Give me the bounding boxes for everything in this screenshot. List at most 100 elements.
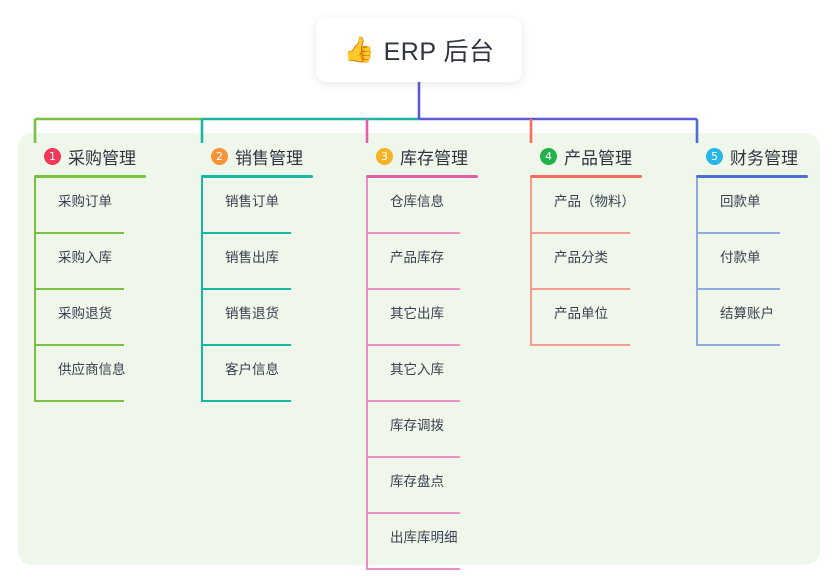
branch-header-3[interactable]: 3 库存管理 xyxy=(366,143,478,169)
branch-header-2[interactable]: 2 销售管理 xyxy=(201,143,313,169)
branch-item-list: 销售订单销售出库销售退货客户信息 xyxy=(201,178,313,402)
branch-underline xyxy=(530,175,642,178)
branch-item-underline xyxy=(366,344,460,346)
branch-item[interactable]: 销售退货 xyxy=(201,290,313,346)
branch-column-2: 2 销售管理销售订单销售出库销售退货客户信息 xyxy=(201,143,313,402)
branch-underline xyxy=(34,175,146,178)
branch-item-underline xyxy=(34,344,124,346)
branch-item[interactable]: 产品库存 xyxy=(366,234,478,290)
branch-item-underline xyxy=(366,288,460,290)
branch-column-3: 3 库存管理仓库信息产品库存其它出库其它入库库存调拨库存盘点出库库明细 xyxy=(366,143,478,570)
branch-underline xyxy=(696,175,808,178)
branch-number-badge: 2 xyxy=(211,147,228,165)
branch-item[interactable]: 客户信息 xyxy=(201,346,313,402)
branch-item-underline xyxy=(530,232,630,234)
branch-item-label: 客户信息 xyxy=(225,362,279,377)
branch-number-badge: 4 xyxy=(540,147,557,165)
branch-item-underline xyxy=(696,232,780,234)
branch-item-label: 库存盘点 xyxy=(390,474,444,489)
branch-item-underline xyxy=(201,400,291,402)
branch-item-label: 产品（物料） xyxy=(554,194,635,209)
branch-item-label: 销售出库 xyxy=(225,250,279,265)
branch-item-label: 供应商信息 xyxy=(58,362,126,377)
branch-item-label: 采购入库 xyxy=(58,250,112,265)
branch-item-label: 销售订单 xyxy=(225,194,279,209)
branch-number-badge: 5 xyxy=(706,147,723,165)
branch-item-label: 回款单 xyxy=(720,194,761,209)
branch-item-underline xyxy=(696,288,780,290)
branch-item[interactable]: 产品（物料） xyxy=(530,178,642,234)
branch-item-label: 采购订单 xyxy=(58,194,112,209)
branch-underline xyxy=(201,175,313,178)
branch-title: 财务管理 xyxy=(730,148,798,168)
branch-item[interactable]: 采购退货 xyxy=(34,290,146,346)
branch-item-list: 采购订单采购入库采购退货供应商信息 xyxy=(34,178,146,402)
branch-item-label: 产品库存 xyxy=(390,250,444,265)
branch-item-underline xyxy=(696,344,780,346)
branch-header-1[interactable]: 1 采购管理 xyxy=(34,143,146,169)
branch-item[interactable]: 库存盘点 xyxy=(366,458,478,514)
branch-item-underline xyxy=(34,400,124,402)
root-title: ERP 后台 xyxy=(383,38,495,66)
branch-item-underline xyxy=(34,288,124,290)
branch-item[interactable]: 采购入库 xyxy=(34,234,146,290)
branch-item-label: 产品分类 xyxy=(554,250,608,265)
branch-number-badge: 3 xyxy=(376,147,393,165)
branch-item-underline xyxy=(530,288,630,290)
branch-item-label: 结算账户 xyxy=(720,306,774,321)
branch-item-label: 其它出库 xyxy=(390,306,444,321)
branch-column-1: 1 采购管理采购订单采购入库采购退货供应商信息 xyxy=(34,143,146,402)
branch-item[interactable]: 采购订单 xyxy=(34,178,146,234)
branch-item[interactable]: 仓库信息 xyxy=(366,178,478,234)
branch-spine xyxy=(34,178,36,402)
branch-title: 销售管理 xyxy=(235,148,303,168)
branch-spine xyxy=(530,178,532,346)
branch-item-underline xyxy=(366,456,460,458)
branch-item[interactable]: 销售订单 xyxy=(201,178,313,234)
content-panel xyxy=(18,133,820,565)
branch-item-underline xyxy=(366,232,460,234)
branch-title: 采购管理 xyxy=(68,148,136,168)
branch-item-label: 仓库信息 xyxy=(390,194,444,209)
thumbs-up-icon: 👍 xyxy=(343,35,375,64)
branch-item-list: 产品（物料） 产品分类产品单位 xyxy=(530,178,642,346)
branch-item[interactable]: 供应商信息 xyxy=(34,346,146,402)
branch-item[interactable]: 其它出库 xyxy=(366,290,478,346)
branch-item[interactable]: 其它入库 xyxy=(366,346,478,402)
branch-item-label: 采购退货 xyxy=(58,306,112,321)
branch-item-underline xyxy=(366,568,460,570)
branch-item-underline xyxy=(530,344,630,346)
branch-spine xyxy=(696,178,698,346)
branch-number-badge: 1 xyxy=(44,147,61,165)
branch-item[interactable]: 产品分类 xyxy=(530,234,642,290)
branch-item[interactable]: 产品单位 xyxy=(530,290,642,346)
branch-item-label: 产品单位 xyxy=(554,306,608,321)
branch-item-underline xyxy=(201,344,291,346)
branch-item[interactable]: 销售出库 xyxy=(201,234,313,290)
branch-item-underline xyxy=(201,232,291,234)
branch-item-label: 付款单 xyxy=(720,250,761,265)
branch-title: 库存管理 xyxy=(400,148,468,168)
branch-item[interactable]: 库存调拨 xyxy=(366,402,478,458)
branch-item-underline xyxy=(366,512,460,514)
branch-item[interactable]: 回款单 xyxy=(696,178,808,234)
branch-item-underline xyxy=(366,400,460,402)
branch-item-underline xyxy=(201,288,291,290)
branch-item-label: 库存调拨 xyxy=(390,418,444,433)
branch-spine xyxy=(201,178,203,402)
branch-item-list: 仓库信息产品库存其它出库其它入库库存调拨库存盘点出库库明细 xyxy=(366,178,478,570)
branch-underline xyxy=(366,175,478,178)
branch-spine xyxy=(366,178,368,570)
branch-item-underline xyxy=(34,232,124,234)
branch-item-label: 出库库明细 xyxy=(390,530,458,545)
branch-item[interactable]: 付款单 xyxy=(696,234,808,290)
branch-column-5: 5 财务管理回款单付款单结算账户 xyxy=(696,143,808,346)
branch-item[interactable]: 结算账户 xyxy=(696,290,808,346)
root-node[interactable]: 👍 ERP 后台 xyxy=(316,18,522,82)
branch-header-5[interactable]: 5 财务管理 xyxy=(696,143,808,169)
branch-item-label: 销售退货 xyxy=(225,306,279,321)
branch-item[interactable]: 出库库明细 xyxy=(366,514,478,570)
